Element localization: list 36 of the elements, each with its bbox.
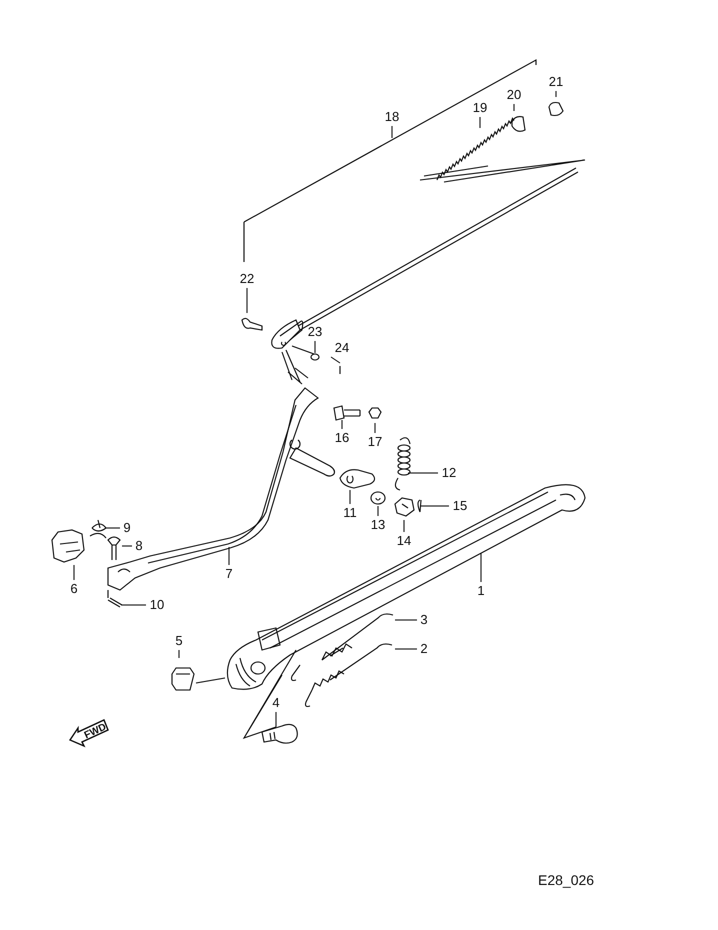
- callout-number: 21: [548, 75, 564, 89]
- direction-label: FWD: [82, 722, 108, 742]
- callout-number: 4: [272, 696, 280, 710]
- leader-line: [178, 650, 180, 658]
- leader-line: [120, 604, 146, 606]
- callout-number: 19: [472, 101, 488, 115]
- leader-line: [330, 356, 340, 364]
- callout-number: 15: [452, 499, 468, 513]
- callout-number: 18: [384, 110, 400, 124]
- callout-number: 12: [442, 466, 456, 480]
- callout-number: 9: [123, 521, 131, 535]
- leader-line: [246, 288, 248, 314]
- callout-number: 7: [225, 567, 233, 581]
- leader-line: [480, 552, 482, 582]
- leader-line: [314, 340, 316, 354]
- callout-number: 11: [343, 506, 357, 520]
- leader-line: [408, 472, 438, 474]
- callout-number: 22: [240, 272, 254, 286]
- callout-number: 14: [396, 534, 412, 548]
- callout-number: 24: [334, 341, 350, 355]
- callout-number: 6: [70, 582, 78, 596]
- callout-number: 20: [506, 88, 522, 102]
- leader-line: [228, 546, 230, 566]
- callout-number: 3: [420, 613, 428, 627]
- leader-line: [394, 648, 418, 650]
- callout-number: 1: [477, 584, 485, 598]
- figure-code: E28_026: [538, 872, 594, 888]
- callout-number: 2: [420, 642, 428, 656]
- leader-line: [374, 422, 376, 434]
- callout-number: 16: [334, 431, 350, 445]
- callout-number: 17: [368, 435, 382, 449]
- callout-number: 10: [150, 598, 164, 612]
- callout-number: 13: [370, 518, 386, 532]
- callout-number: 23: [308, 325, 322, 339]
- callout-number: 5: [175, 634, 183, 648]
- callout-number: 8: [135, 539, 143, 553]
